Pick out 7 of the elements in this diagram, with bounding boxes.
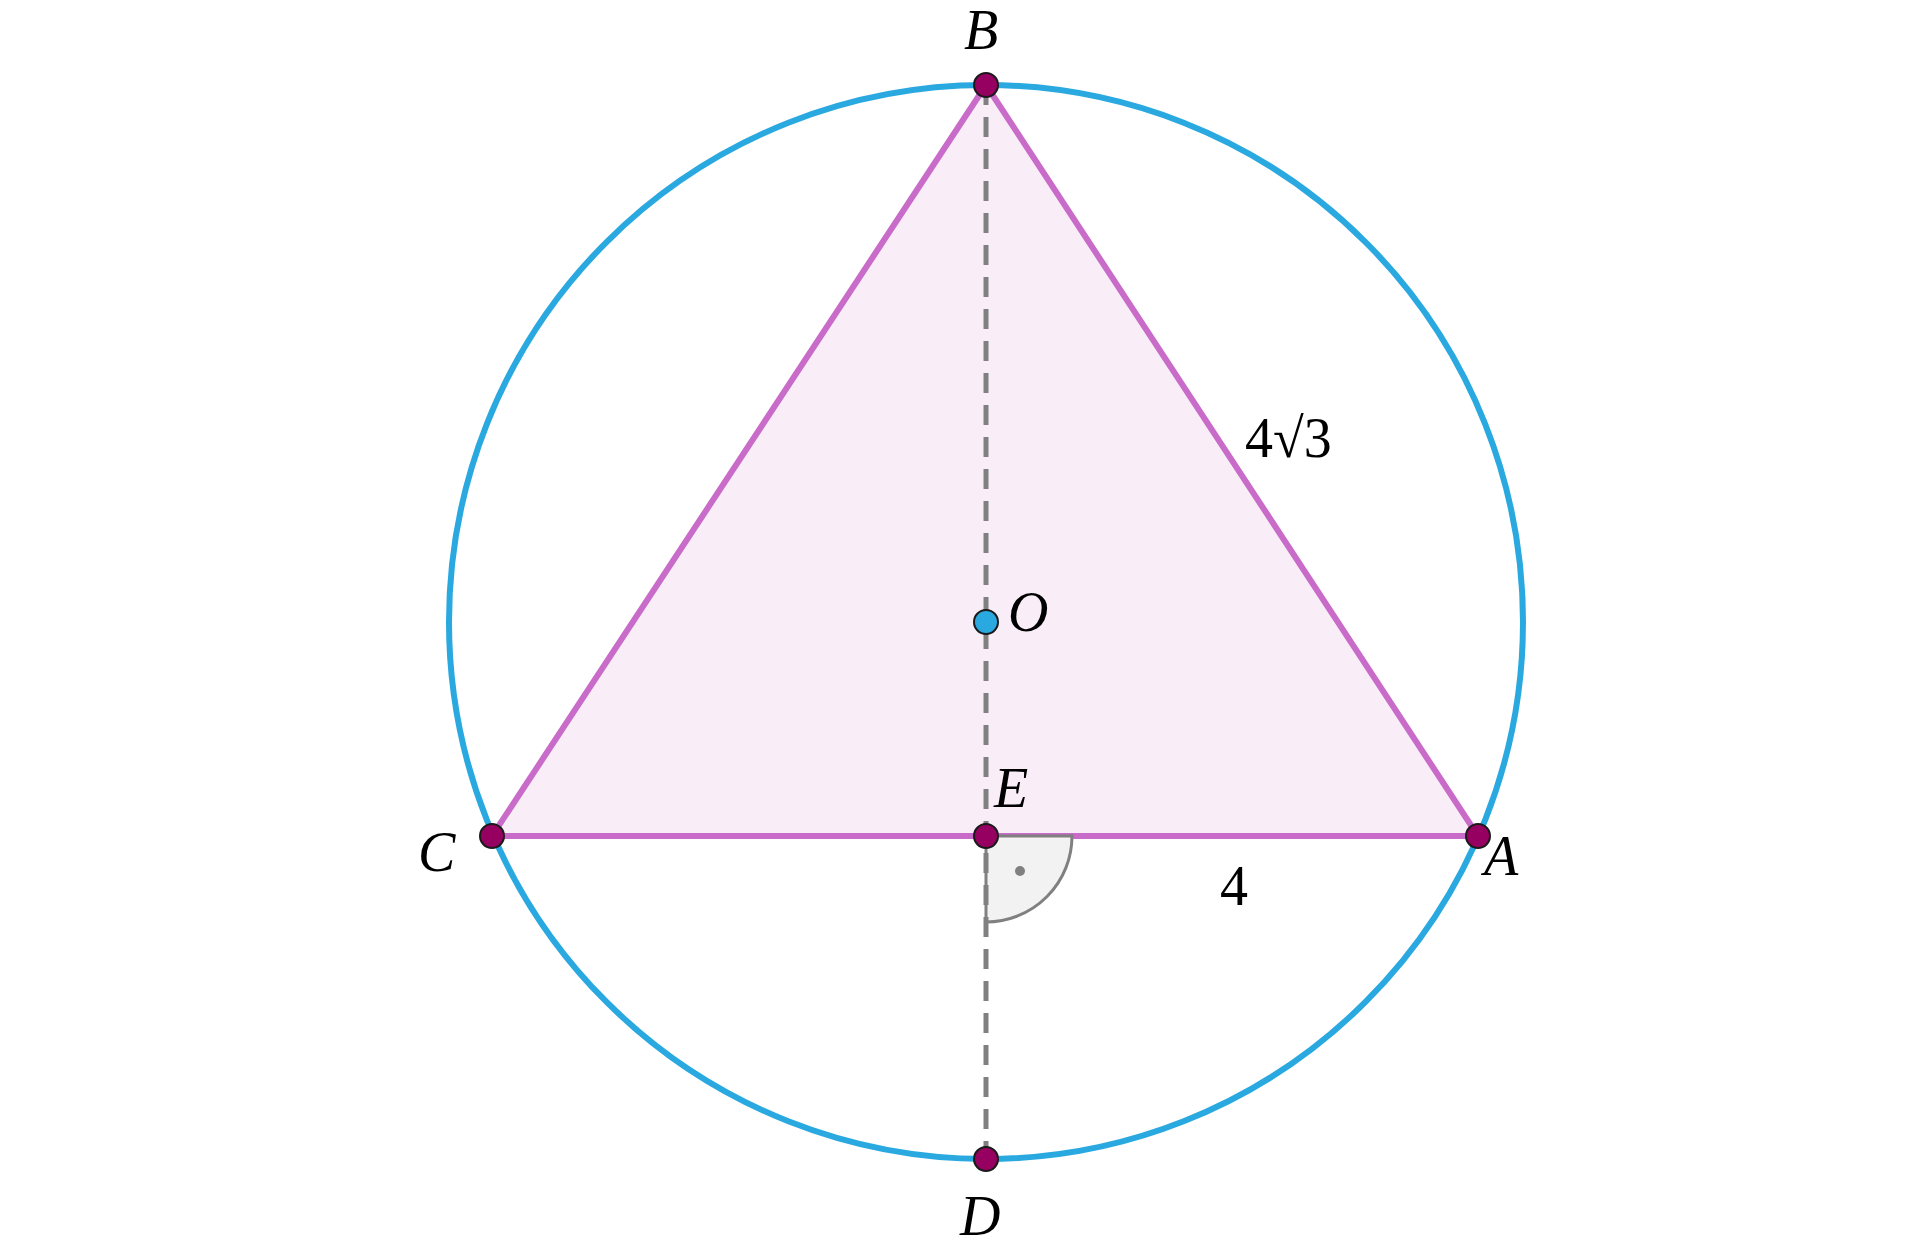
length-label: 4	[1220, 858, 1248, 914]
point-label: C	[418, 824, 456, 880]
point-label: B	[964, 2, 999, 58]
length-label: 4√3	[1245, 410, 1332, 466]
point-label: E	[994, 760, 1029, 816]
point-label: O	[1008, 584, 1049, 640]
point-label: D	[960, 1188, 1001, 1244]
